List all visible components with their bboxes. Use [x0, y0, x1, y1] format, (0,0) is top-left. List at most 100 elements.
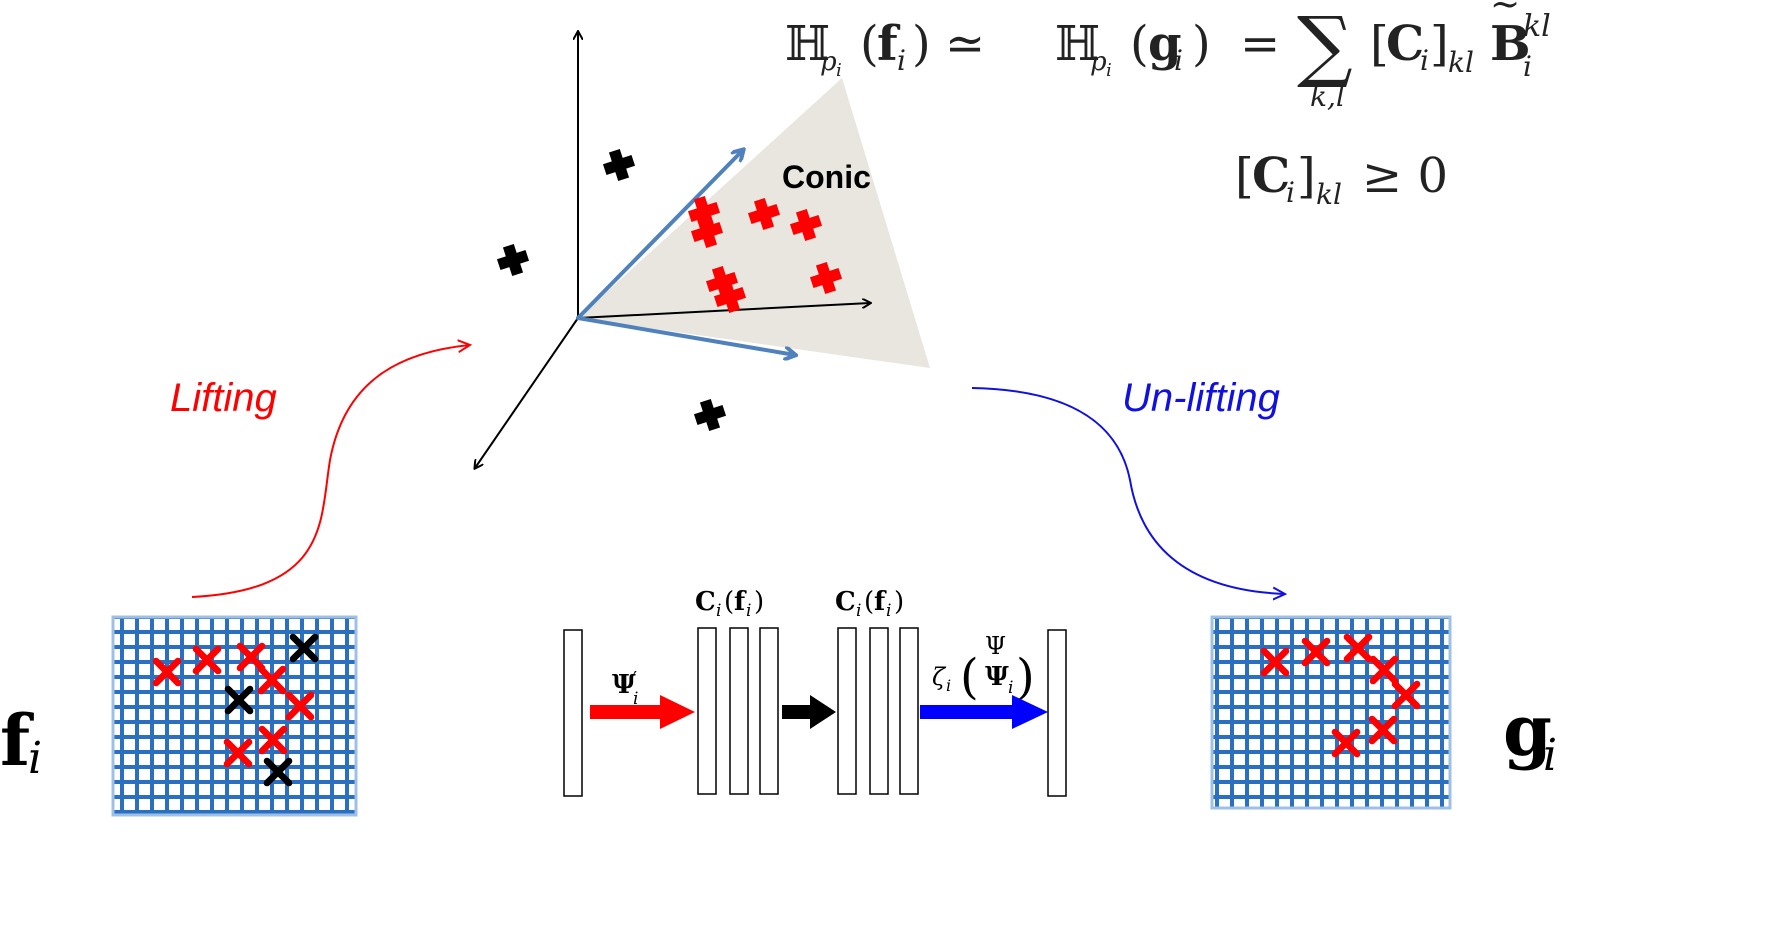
- basis-vector-lower: [576, 316, 795, 355]
- conv-block1-layer3: [759, 627, 779, 795]
- psi-prime-label: Ψ ′ i: [612, 668, 638, 709]
- cone-label: Conic: [782, 159, 871, 195]
- svg-text:Ψ: Ψ: [985, 662, 1009, 692]
- svg-text:f: f: [734, 587, 747, 617]
- svg-text:i: i: [1420, 44, 1429, 77]
- svg-text:[: [: [1370, 16, 1389, 72]
- cone-point-red-marker: [690, 215, 724, 249]
- svg-text:kl: kl: [1448, 46, 1474, 79]
- svg-text:kl: kl: [1316, 178, 1342, 211]
- input-red-cross: [192, 645, 222, 675]
- cone-point-red-marker: [687, 195, 721, 229]
- svg-text:≥ 0: ≥ 0: [1362, 148, 1448, 204]
- svg-text:≃: ≃: [945, 16, 985, 72]
- svg-text:i: i: [1286, 176, 1295, 209]
- cone-basis-vectors: [576, 150, 795, 355]
- svg-text:~: ~: [1490, 0, 1520, 25]
- output-markers: [1260, 633, 1421, 758]
- svg-text:=: =: [1240, 16, 1280, 72]
- cone-point-black-marker: [693, 398, 727, 432]
- svg-text:p: p: [1090, 47, 1107, 77]
- svg-text:): ): [894, 587, 904, 617]
- svg-text:]: ]: [1297, 148, 1316, 204]
- input-red-cross: [257, 665, 287, 695]
- input-black-cross: [263, 757, 293, 787]
- svg-text:): ): [1192, 16, 1211, 72]
- block2-label: C i ( f i ): [835, 587, 904, 621]
- svg-text:C: C: [1386, 16, 1424, 72]
- svg-text:B: B: [1490, 16, 1531, 72]
- middle-arrow: [782, 695, 836, 729]
- unlifting-arrow: [971, 387, 1285, 594]
- svg-text:ℍ: ℍ: [785, 16, 830, 72]
- svg-text:i: i: [746, 601, 751, 621]
- equation-constraint: [ C i ] kl ≥ 0: [1235, 148, 1448, 211]
- conv-block2-layer2: [869, 627, 889, 795]
- svg-text:g: g: [1503, 689, 1552, 772]
- svg-text:i: i: [1008, 678, 1013, 698]
- svg-text:∑: ∑: [1297, 1, 1353, 91]
- output-red-cross: [1301, 637, 1331, 667]
- svg-text:i: i: [633, 689, 638, 709]
- svg-text:kl: kl: [1523, 9, 1551, 44]
- cone-points: [496, 148, 843, 432]
- svg-text:): ): [1016, 649, 1035, 705]
- zeta-arrow: [920, 695, 1048, 729]
- conv-block1-layer2: [729, 627, 749, 795]
- network-arrows: [590, 695, 1048, 729]
- cone-point-red-marker: [713, 280, 747, 314]
- basis-vector-upper: [576, 150, 743, 320]
- svg-text:[: [: [1235, 148, 1254, 204]
- svg-text:ℍ: ℍ: [1055, 16, 1100, 72]
- svg-text:(: (: [864, 587, 874, 617]
- output-red-cross: [1343, 633, 1373, 663]
- input-black-cross: [224, 685, 254, 715]
- cone-point-black-marker: [496, 243, 530, 277]
- output-layer: [1047, 629, 1067, 797]
- equation-main: ℍ p i ( f i ) ≃ ℍ p i ( g i ) = ∑ k,l [ …: [785, 0, 1551, 113]
- output-red-cross: [1391, 680, 1421, 710]
- input-markers: [152, 633, 319, 787]
- svg-text:i: i: [886, 601, 891, 621]
- input-symbol: f i: [0, 699, 42, 784]
- svg-text:f: f: [877, 16, 901, 72]
- svg-text:C: C: [695, 587, 716, 617]
- svg-text:(: (: [1130, 16, 1149, 72]
- svg-text:(: (: [860, 16, 879, 72]
- svg-text:i: i: [1523, 50, 1532, 83]
- svg-text:(: (: [724, 587, 734, 617]
- svg-text:C: C: [835, 587, 856, 617]
- svg-text:f: f: [874, 587, 887, 617]
- network-layers: [563, 627, 1067, 797]
- zeta-psi-label: ζ i ( Ψ Ψ i ): [932, 632, 1035, 705]
- output-red-cross: [1331, 728, 1361, 758]
- input-grid: [111, 615, 358, 817]
- coordinate-axes: [475, 32, 870, 468]
- output-symbol: g i: [1503, 689, 1557, 781]
- cone-point-red-marker: [789, 208, 823, 242]
- cone-point-red-marker: [747, 197, 781, 231]
- svg-text:i: i: [1106, 60, 1112, 81]
- svg-text:p: p: [820, 47, 837, 77]
- output-grid: [1210, 615, 1452, 810]
- unlifting-label: Un-lifting: [1122, 376, 1280, 420]
- lifting-arrow: [191, 345, 470, 598]
- svg-text:ζ: ζ: [932, 663, 947, 691]
- svg-text:C: C: [1252, 148, 1290, 204]
- svg-text:i: i: [1174, 44, 1183, 77]
- input-black-cross: [289, 633, 319, 663]
- axis-diagonal: [475, 317, 579, 468]
- cone-point-red-marker: [809, 261, 843, 295]
- svg-text:i: i: [856, 601, 861, 621]
- svg-text:′: ′: [633, 668, 637, 689]
- svg-text:i: i: [28, 733, 42, 784]
- svg-text:i: i: [716, 601, 721, 621]
- svg-text:): ): [912, 16, 931, 72]
- output-red-cross: [1260, 647, 1290, 677]
- input-red-cross: [258, 725, 288, 755]
- conv-block2-layer3: [899, 627, 919, 795]
- psi-prime-arrow: [590, 695, 695, 729]
- input-red-cross: [223, 738, 253, 768]
- input-layer: [563, 629, 583, 797]
- svg-text:(: (: [960, 649, 979, 705]
